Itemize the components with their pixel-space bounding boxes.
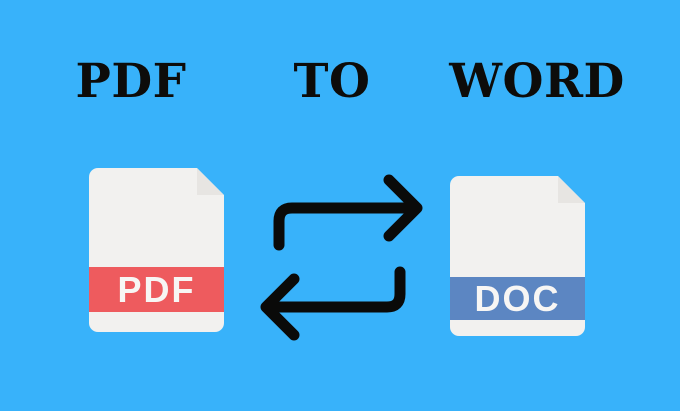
title-word-pdf: PDF bbox=[75, 54, 187, 109]
title-word-word: WORD bbox=[449, 54, 625, 109]
arrow-left-shaft bbox=[266, 266, 406, 313]
swap-sync-arrows-icon bbox=[260, 174, 423, 341]
doc-type-band: DOC bbox=[450, 277, 585, 320]
doc-document-icon: DOC bbox=[450, 176, 585, 336]
arrow-right-shaft bbox=[273, 202, 416, 251]
doc-type-label: DOC bbox=[474, 277, 561, 319]
arrow-left-head bbox=[260, 273, 300, 341]
title-word-to: TO bbox=[293, 54, 371, 109]
folded-corner bbox=[197, 168, 224, 195]
pdf-type-band: PDF bbox=[89, 267, 224, 312]
folded-corner bbox=[558, 176, 585, 203]
pdf-type-label: PDF bbox=[117, 268, 196, 310]
arrow-right-head bbox=[383, 174, 423, 242]
pdf-document-icon: PDF bbox=[89, 168, 224, 332]
